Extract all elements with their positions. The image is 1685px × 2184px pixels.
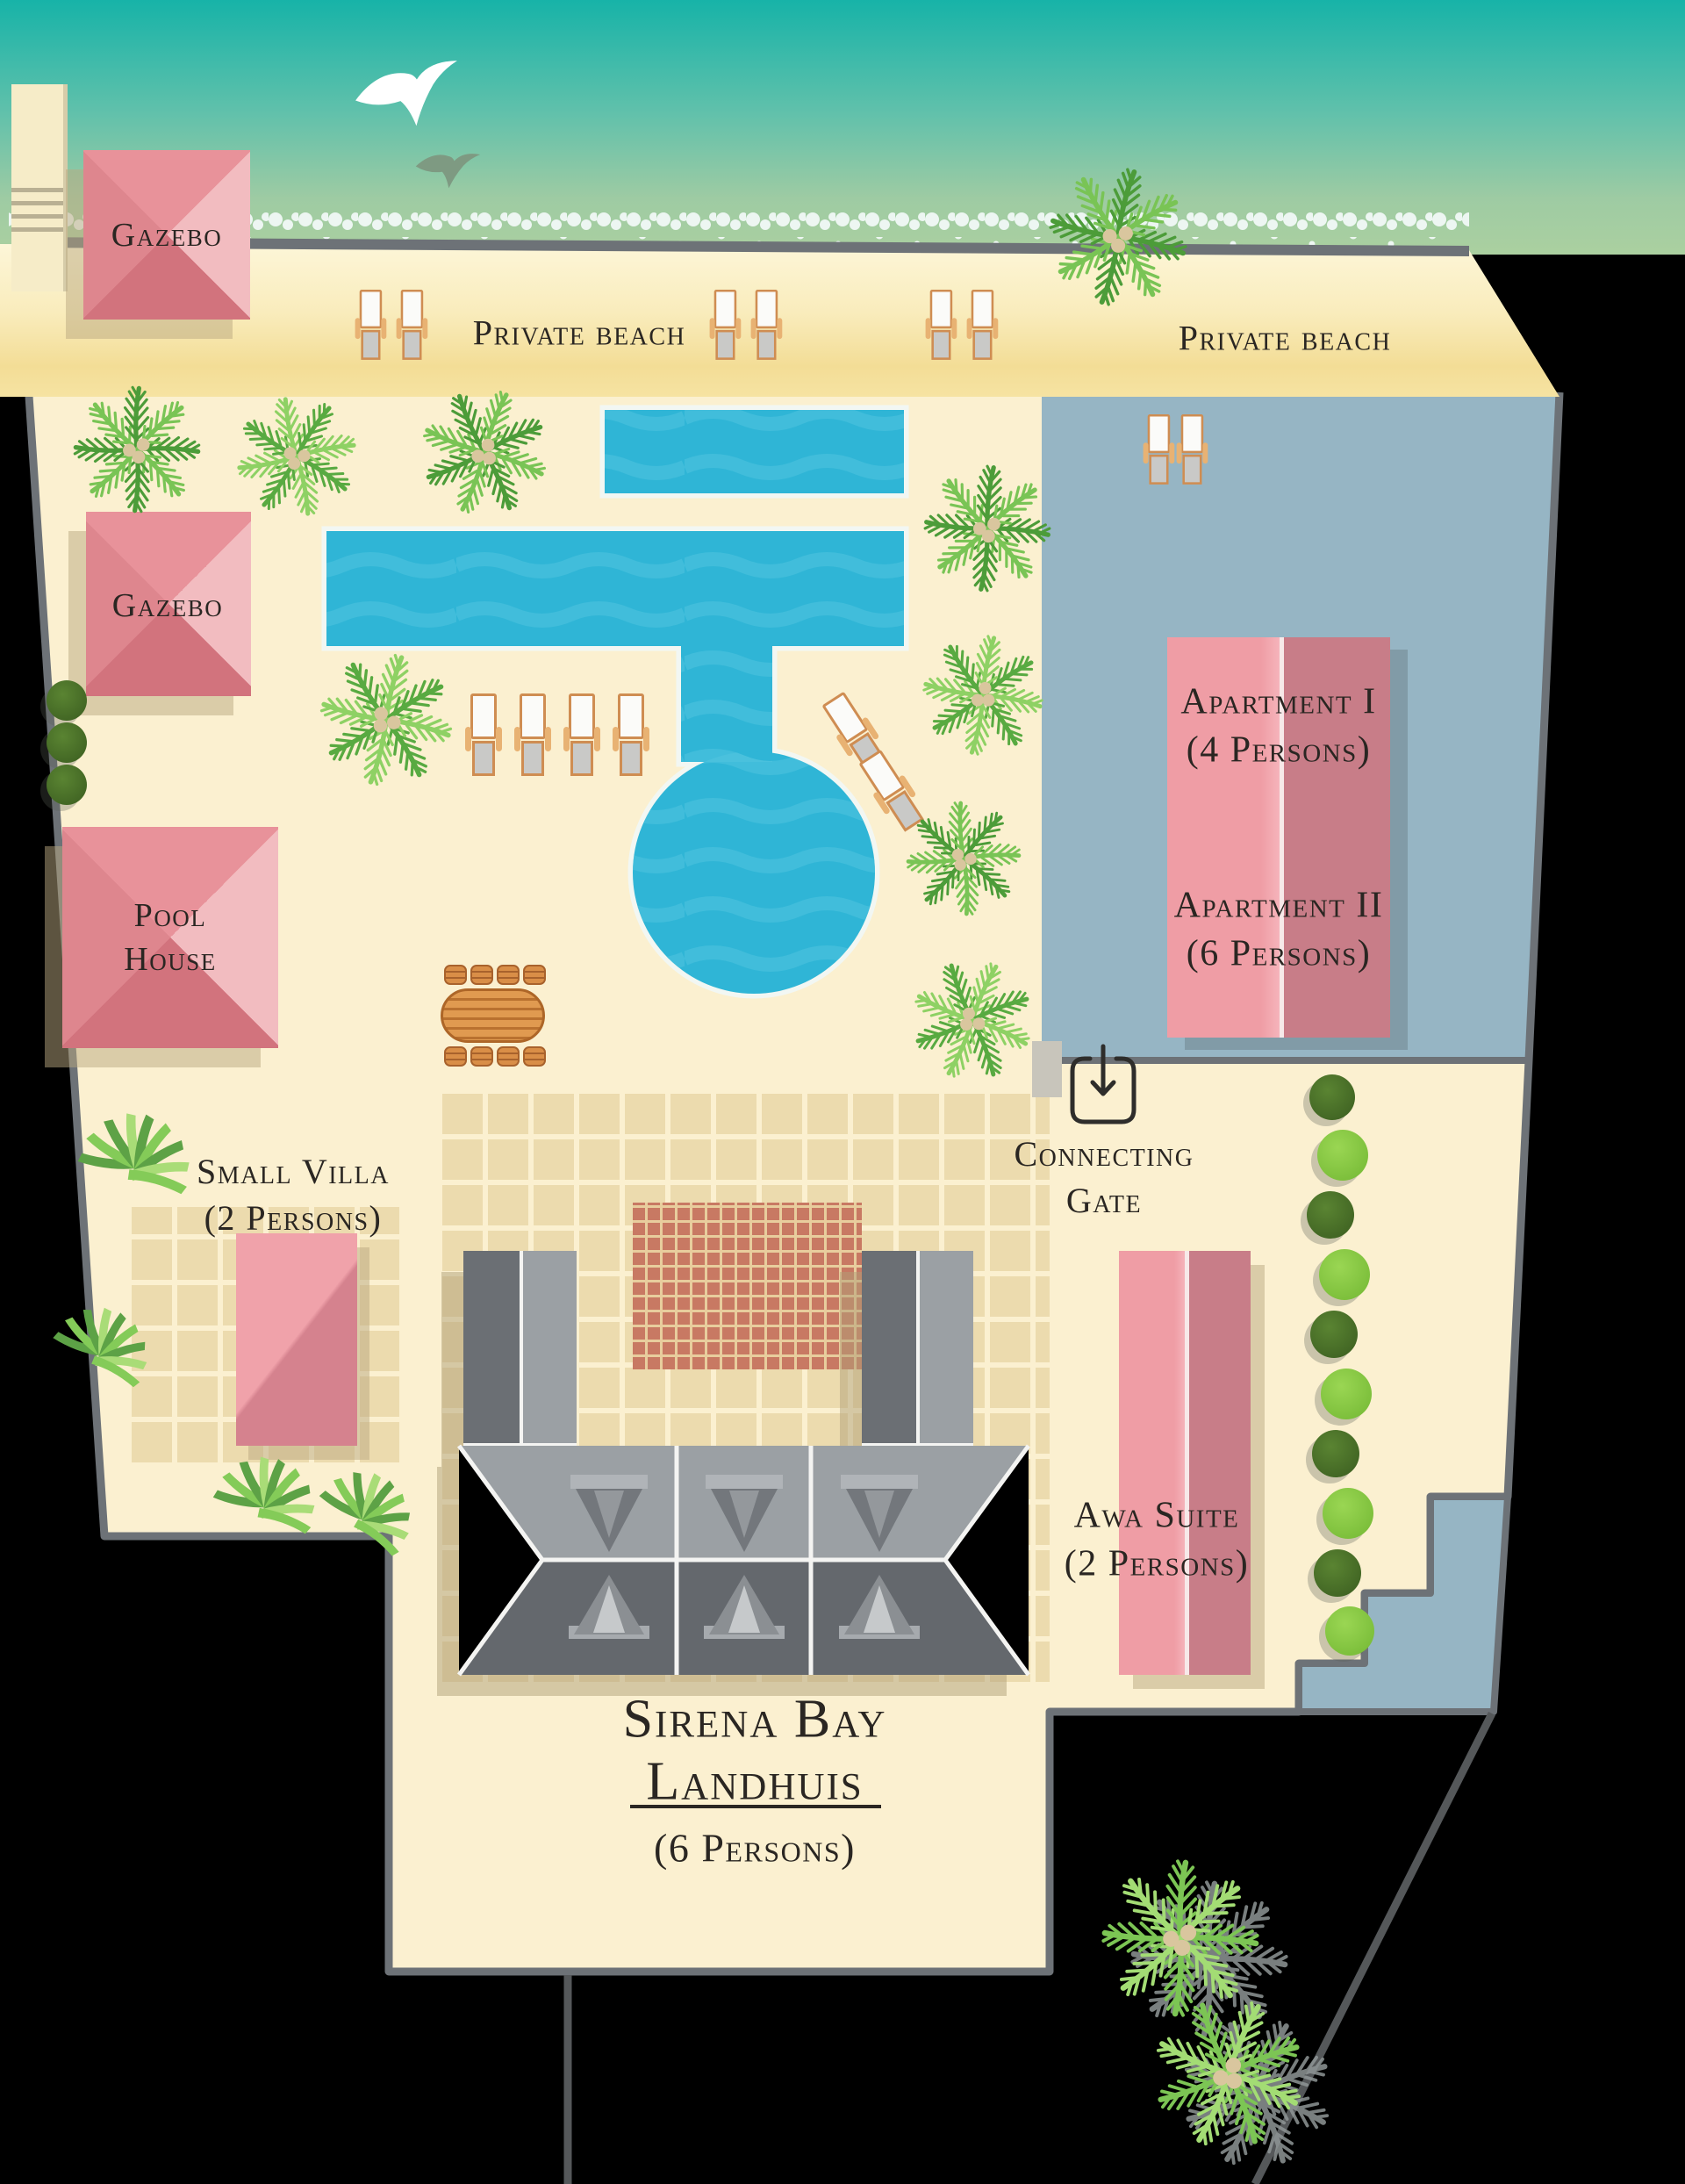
beach-lounger: [750, 290, 783, 362]
dining-chair: [497, 965, 520, 985]
dining-chair: [523, 965, 546, 985]
label-gazebo-beach: Gazebo: [111, 216, 223, 254]
label-apartment-1: Apartment I (4 Persons): [1180, 679, 1376, 776]
label-pool-house-line1: Pool: [133, 896, 207, 934]
property-title-line1: Sirena Bay: [622, 1689, 887, 1749]
label-pool-house-line2: House: [124, 941, 217, 978]
label-awa-suite-name: Awa Suite: [1073, 1495, 1240, 1536]
pool-lounger: [465, 693, 502, 778]
pool-lounger: [514, 693, 551, 778]
label-small-villa-name: Small Villa: [197, 1152, 390, 1192]
label-private-beach-left: Private beach: [472, 313, 686, 353]
label-apartment-1-capacity: (4 Persons): [1186, 730, 1372, 771]
gate-wall: [1032, 1041, 1062, 1097]
dining-chair: [444, 965, 467, 985]
main-patio-tiles: [442, 1091, 1050, 1682]
dining-chair: [444, 1046, 467, 1067]
label-apartment-2-capacity: (6 Persons): [1186, 934, 1372, 974]
boundary-line-southeast: [1251, 1711, 1496, 2184]
swimming-pool: [321, 405, 909, 999]
label-apartment-2-name: Apartment II: [1173, 885, 1384, 926]
pool-lounger: [613, 693, 649, 778]
sea: [0, 0, 1685, 255]
property-capacity: (6 Persons): [654, 1825, 856, 1871]
label-small-villa-capacity: (2 Persons): [204, 1198, 383, 1238]
title-underline: [630, 1805, 881, 1808]
pool-house-building: [62, 827, 278, 1048]
dining-chair: [470, 965, 493, 985]
terrace-lounger: [1176, 414, 1208, 486]
label-pool-house: Pool House: [124, 894, 216, 981]
awa-suite-building: [1119, 1251, 1251, 1675]
dining-chair: [470, 1046, 493, 1067]
dining-chair: [523, 1046, 546, 1067]
label-connecting-gate: Connecting Gate: [1015, 1132, 1194, 1225]
pier-steps: [11, 188, 63, 239]
terrace-lounger: [1143, 414, 1175, 486]
beach-lounger: [966, 290, 999, 362]
outdoor-dining-table: [441, 988, 545, 1043]
label-awa-suite-capacity: (2 Persons): [1064, 1544, 1250, 1584]
beach-pier: [11, 84, 68, 291]
dining-chair: [497, 1046, 520, 1067]
gazebo-garden-building: [86, 512, 251, 696]
label-connecting-gate-line2: Gate: [1065, 1181, 1143, 1220]
label-gazebo-garden: Gazebo: [111, 586, 224, 624]
apartments-building: [1167, 637, 1390, 1038]
terrace-wedge: [1295, 1493, 1511, 1715]
beach-lounger: [355, 290, 387, 362]
beach-lounger: [709, 290, 742, 362]
property-title: Sirena Bay Landhuis: [623, 1688, 887, 1812]
gazebo-beach-building: [83, 150, 250, 320]
label-apartment-2: Apartment II (6 Persons): [1174, 882, 1384, 980]
label-private-beach-right: Private beach: [1178, 318, 1392, 358]
label-connecting-gate-line1: Connecting: [1014, 1134, 1194, 1175]
beach-lounger: [925, 290, 957, 362]
pool-lounger: [563, 693, 600, 778]
label-awa-suite: Awa Suite (2 Persons): [1065, 1492, 1250, 1590]
label-apartment-1-name: Apartment I: [1180, 681, 1377, 722]
label-small-villa: Small Villa (2 Persons): [197, 1149, 390, 1242]
terracotta-patio: [633, 1203, 862, 1369]
beach-lounger: [396, 290, 428, 362]
small-villa-building: [236, 1233, 357, 1446]
property-title-line2: Landhuis: [646, 1751, 864, 1811]
surf-foam: [9, 212, 1469, 239]
